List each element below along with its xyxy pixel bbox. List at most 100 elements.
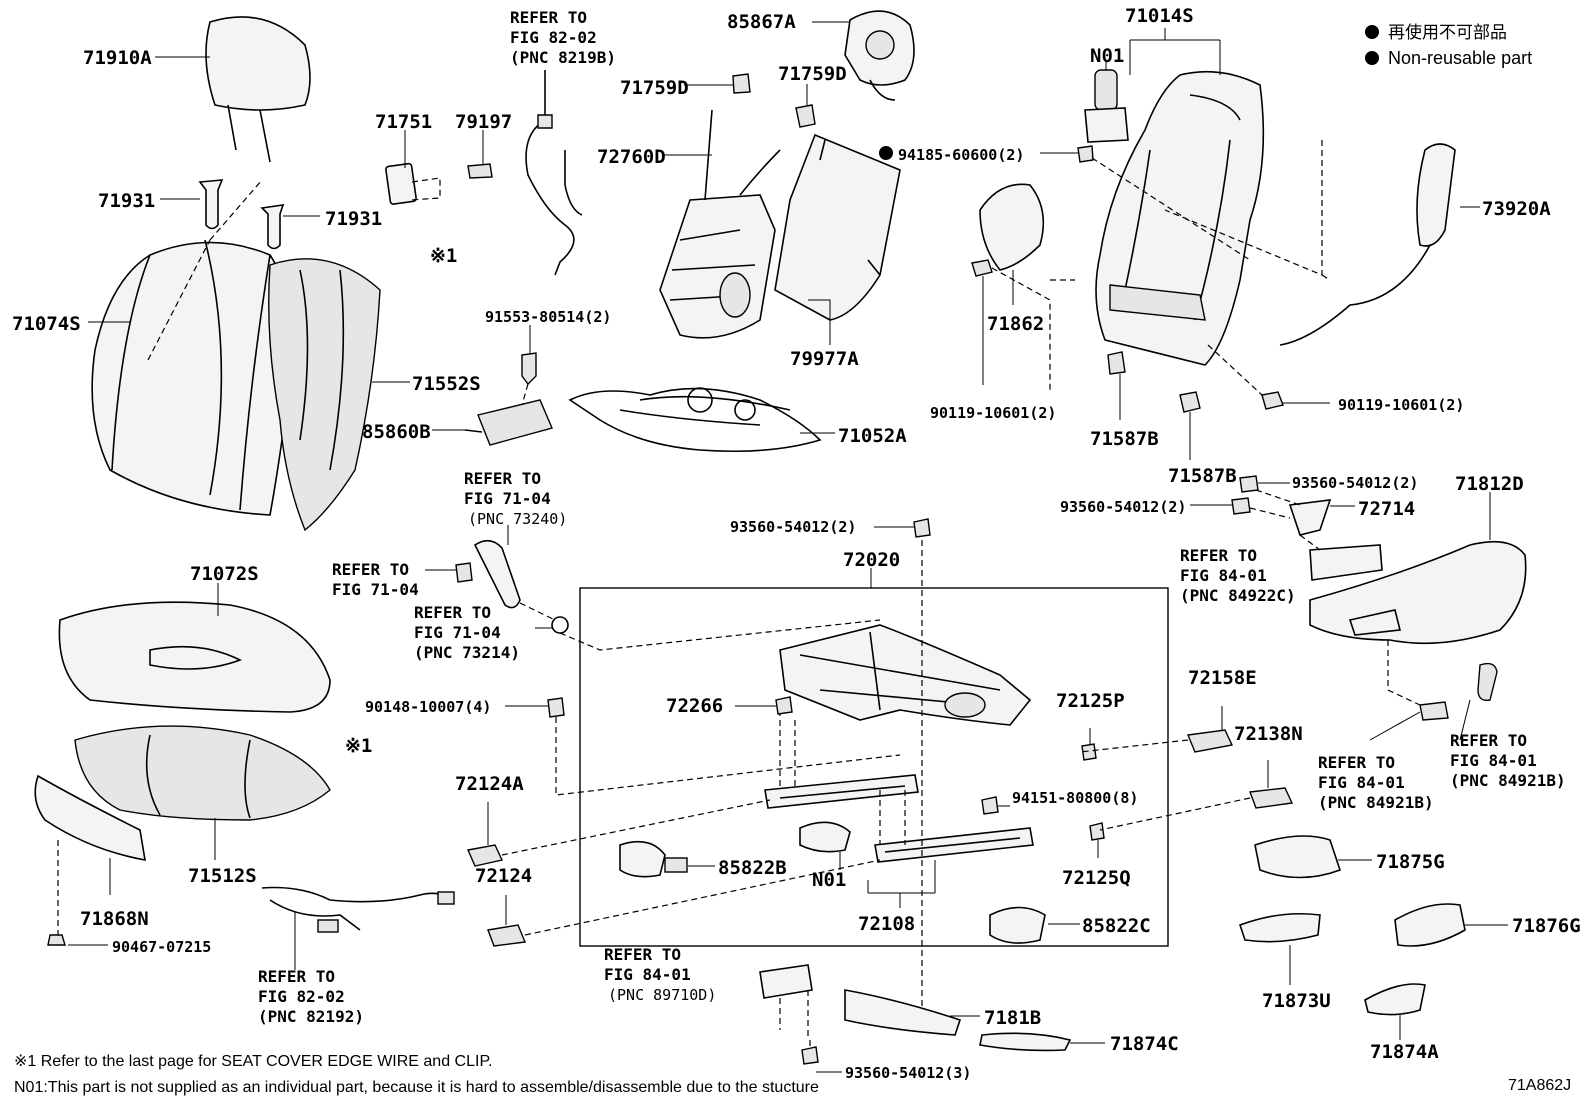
label-71874C: 71874C: [1110, 1033, 1179, 1055]
headrest: [155, 16, 311, 163]
nut-94185: [879, 145, 1251, 261]
bracket-72714: [1190, 475, 1383, 581]
motor-85822B: [619, 840, 715, 878]
seat-adjuster: [779, 624, 1032, 800]
label-71875G: 71875G: [1376, 851, 1445, 873]
label-73920A: 73920A: [1482, 198, 1551, 220]
refer-to-84921B-b-line1: REFER TO: [1450, 731, 1527, 750]
seatback-harness: [525, 70, 583, 276]
label-x1-b: ※1: [345, 735, 372, 757]
label-72125P: 72125P: [1056, 690, 1125, 712]
clips-71759D: [684, 73, 816, 128]
seatback-frame: [1095, 28, 1265, 366]
motor-85822C: [989, 906, 1080, 944]
label-94185: 94185-60600(2): [898, 146, 1024, 164]
refer-to-8219B-line3: (PNC 8219B): [510, 48, 616, 67]
label-72124: 72124: [475, 865, 532, 887]
label-85860B: 85860B: [362, 421, 431, 443]
refer-to-71-04-line2: FIG 71-04: [332, 580, 419, 599]
footnote-x1: ※1 Refer to the last page for SEAT COVER…: [14, 1053, 493, 1070]
guide-bracket: [385, 130, 493, 205]
footnote-n01: N01:This part is not supplied as an indi…: [14, 1079, 819, 1096]
label-79977A: 79977A: [790, 348, 859, 370]
label-71074S: 71074S: [12, 313, 81, 335]
refer-to-73240: REFER TO FIG 71-04 (PNC 73240): [464, 469, 567, 528]
label-93560-a: 93560-54012(2): [1292, 474, 1418, 492]
refer-to-71-04-line1: REFER TO: [332, 560, 409, 579]
label-71873U: 71873U: [1262, 990, 1331, 1012]
legend-en-label: Non-reusable part: [1388, 48, 1532, 68]
refer-to-82192-line2: FIG 82-02: [258, 987, 345, 1006]
refer-to-84921B-a-line1: REFER TO: [1318, 753, 1395, 772]
label-85822B: 85822B: [718, 857, 787, 879]
label-N01-a: N01: [1090, 45, 1124, 67]
seat-cushion-pad: [74, 725, 331, 860]
label-71931-b: 71931: [325, 208, 382, 230]
label-71931-a: 71931: [98, 190, 155, 212]
side-airbag: [1164, 140, 1480, 346]
refer-to-82192: REFER TO FIG 82-02 (PNC 82192): [258, 967, 364, 1026]
label-71014S: 71014S: [1125, 5, 1194, 27]
part-labels: 71910A 71751 79197 71931 71931 ※1 71074S…: [12, 5, 1581, 1082]
label-72158E: 72158E: [1188, 667, 1257, 689]
screw-93560-center: [874, 518, 931, 1030]
label-72760D: 72760D: [597, 146, 666, 168]
label-71812D: 71812D: [1455, 473, 1524, 495]
rail-covers: [1079, 706, 1294, 831]
refer-to-82192-line3: (PNC 82192): [258, 1007, 364, 1026]
refer-to-89710D: REFER TO FIG 84-01 (PNC 89710D): [604, 945, 716, 1004]
headrest-guides: [160, 179, 320, 250]
refer-to-84921B-b: REFER TO FIG 84-01 (PNC 84921B): [1450, 731, 1566, 790]
seatback-pad: [268, 258, 410, 532]
seat-cushion-cover: [58, 583, 331, 713]
grommets-71587B: [1107, 351, 1201, 460]
refer-to-84921B-a-line2: FIG 84-01: [1318, 773, 1405, 792]
label-x1-a: ※1: [430, 245, 457, 267]
label-90148: 90148-10007(4): [365, 698, 491, 716]
label-71512S: 71512S: [188, 865, 257, 887]
refer-to-84922C: REFER TO FIG 84-01 (PNC 84922C): [1180, 546, 1296, 605]
motor-N01: [799, 821, 851, 870]
label-72124A: 72124A: [455, 773, 524, 795]
refer-to-89710D-line3: (PNC 89710D): [608, 986, 716, 1004]
refer-to-73214: REFER TO FIG 71-04 (PNC 73214): [414, 603, 520, 662]
seat-track-group-box: [579, 587, 1169, 947]
label-71759D-a: 71759D: [620, 77, 689, 99]
cushion-harness: [261, 886, 455, 970]
refer-to-73240-line3: (PNC 73240): [468, 510, 567, 528]
clips-72125: [1081, 728, 1105, 858]
legend-jp-label: 再使用不可部品: [1388, 22, 1507, 42]
refer-to-84921B-b-line2: FIG 84-01: [1450, 751, 1537, 770]
front-cover: [34, 774, 146, 946]
clip-72266: [735, 696, 793, 715]
refer-to-84922C-line2: FIG 84-01: [1180, 566, 1267, 585]
refer-to-73214-line1: REFER TO: [414, 603, 491, 622]
seatback-spring: [568, 387, 835, 453]
lower-covers: [844, 989, 1105, 1052]
seat-rails: [764, 774, 1034, 908]
label-72125Q: 72125Q: [1062, 867, 1131, 889]
legend-dot-en: [1365, 51, 1379, 65]
label-72138N: 72138N: [1234, 723, 1303, 745]
refer-to-73240-line2: FIG 71-04: [464, 489, 551, 508]
label-90119-b: 90119-10601(2): [1338, 396, 1464, 414]
label-71052A: 71052A: [838, 425, 907, 447]
label-71587B-b: 71587B: [1168, 465, 1237, 487]
refer-to-8219B: REFER TO FIG 82-02 (PNC 8219B): [510, 8, 616, 67]
legend-dot-jp: [1365, 25, 1379, 39]
refer-to-73214-line3: (PNC 73214): [414, 643, 520, 662]
nuts-94151: [981, 796, 1010, 815]
side-covers-right: [1238, 835, 1508, 1040]
label-71552S: 71552S: [412, 373, 481, 395]
label-71751: 71751: [375, 111, 432, 133]
refer-to-89710D-line1: REFER TO: [604, 945, 681, 964]
label-90467: 90467-07215: [112, 938, 211, 956]
label-85867A: 85867A: [727, 11, 796, 33]
seat-ecu: [759, 964, 842, 1073]
label-94151: 94151-80800(8): [1012, 789, 1138, 807]
label-71876G: 71876G: [1512, 915, 1581, 937]
refer-to-84922C-line3: (PNC 84922C): [1180, 586, 1296, 605]
refer-to-71-04: REFER TO FIG 71-04: [332, 560, 419, 599]
label-72108: 72108: [858, 913, 915, 935]
bolts-90119: [971, 259, 1330, 410]
